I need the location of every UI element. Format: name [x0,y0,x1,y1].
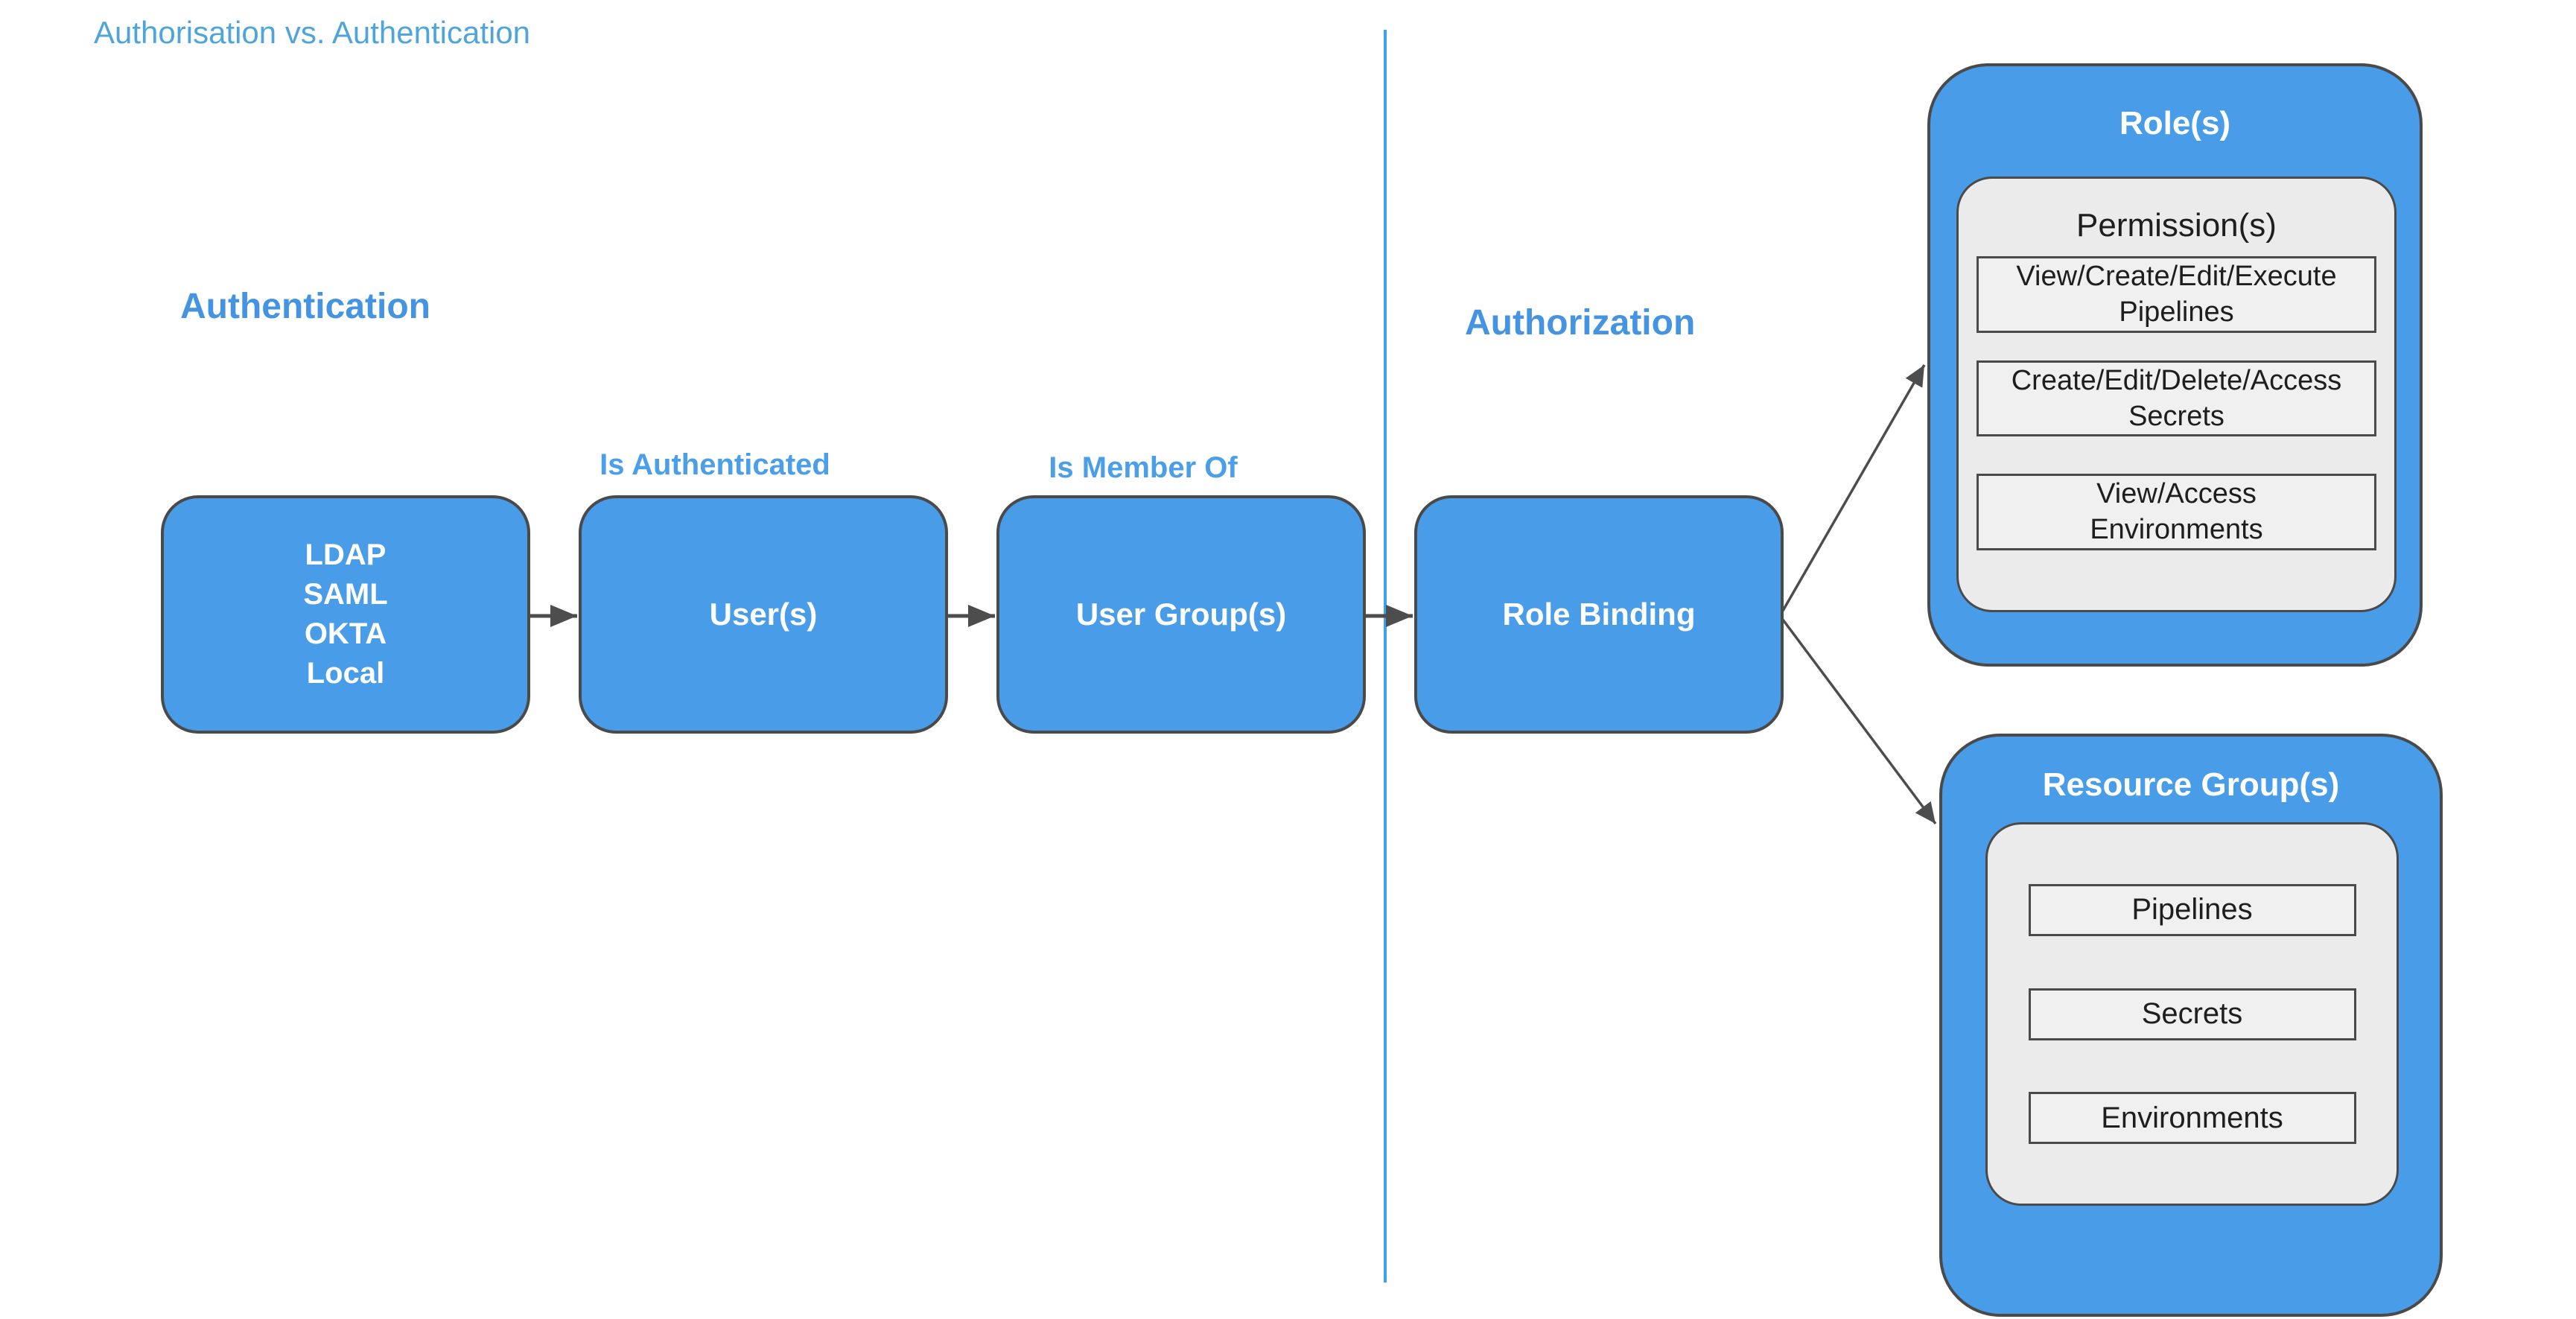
resource-groups-container-title: Resource Group(s) [2042,766,2340,803]
role-binding-box: Role Binding [1414,495,1784,734]
permission-item-line: Environments [2090,514,2263,546]
role-binding-box-label: Role Binding [1502,597,1696,632]
permission-item-line: View/Create/Edit/Execute [2016,261,2337,292]
roles-container-title: Role(s) [2119,105,2231,142]
permission-item-pipelines: View/Create/Edit/Execute Pipelines [1976,256,2376,333]
idp-line-ldap: LDAP [305,538,387,571]
heading-authentication: Authentication [180,287,430,326]
identity-providers-box: LDAP SAML OKTA Local [161,495,530,734]
resource-item-environments: Environments [2028,1092,2356,1145]
resource-item-pipelines: Pipelines [2028,883,2356,936]
permission-item-secrets: Create/Edit/Delete/Access Secrets [1976,360,2376,436]
idp-line-local: Local [306,657,385,690]
idp-line-saml: SAML [303,578,388,611]
user-groups-box: User Group(s) [996,495,1366,734]
permission-item-line: View/Access [2096,478,2257,509]
resource-item-label: Environments [2101,1101,2283,1134]
permission-item-environments: View/Access Environments [1976,474,2376,550]
arrow-rolebinding-to-roles [1781,364,1926,611]
edge-label-is-member-of: Is Member Of [1049,451,1238,484]
heading-authorization: Authorization [1465,303,1696,343]
resource-groups-container: Resource Group(s) Pipelines Secrets Envi… [1939,734,2443,1317]
users-box-label: User(s) [709,597,818,632]
arrow-rolebinding-to-resourcegroups [1781,618,1937,825]
users-box: User(s) [579,495,948,734]
permission-item-line: Pipelines [2119,296,2234,328]
roles-container: Role(s) Permission(s) View/Create/Edit/E… [1927,63,2423,667]
user-groups-box-label: User Group(s) [1075,597,1287,632]
resource-item-label: Secrets [2141,997,2243,1030]
idp-line-okta: OKTA [304,617,387,650]
edge-label-is-authenticated: Is Authenticated [600,448,830,481]
resource-item-label: Pipelines [2131,893,2253,927]
permission-item-line: Create/Edit/Delete/Access [2011,364,2342,396]
permissions-group: Permission(s) View/Create/Edit/Execute P… [1956,177,2397,612]
resource-item-secrets: Secrets [2028,988,2356,1040]
resources-group: Pipelines Secrets Environments [1985,822,2399,1206]
permissions-title: Permission(s) [2076,207,2277,244]
permission-item-line: Secrets [2128,400,2224,432]
page-title: Authorisation vs. Authentication [94,15,531,50]
